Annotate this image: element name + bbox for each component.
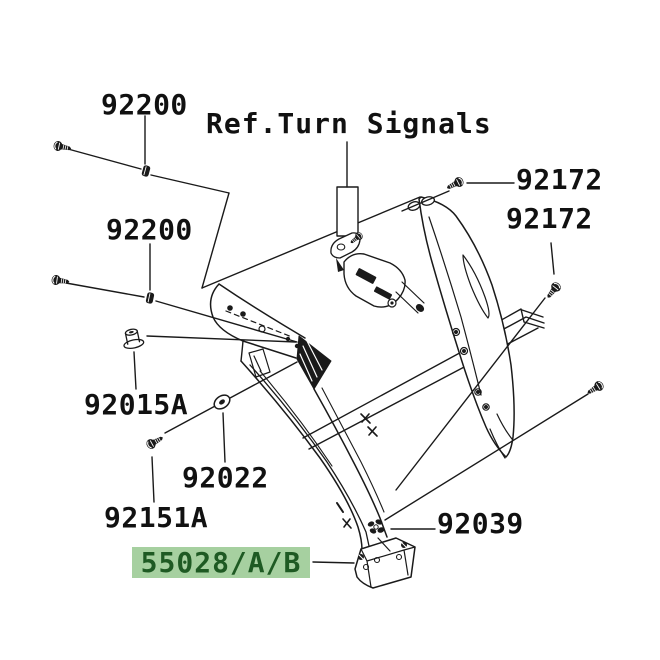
dark-corner-bracket	[296, 335, 332, 390]
part-label-92172-lower: 92172	[506, 202, 593, 235]
screw-icon-92151a	[144, 432, 166, 452]
screw-icon-92172-upper	[444, 175, 466, 193]
nut-icon-mid	[144, 291, 156, 305]
lower-cowl-piece	[240, 360, 388, 551]
flanged-nut-icon-92015a	[123, 328, 145, 349]
part-label-92200-top: 92200	[101, 88, 188, 121]
part-label-92172-upper: 92172	[516, 163, 603, 196]
leader-lines	[65, 115, 589, 564]
screw-icon-92200-top	[52, 139, 73, 155]
right-side-panel	[407, 196, 515, 459]
ref-callout-box	[336, 186, 359, 237]
rivet-clip-icon-92039	[367, 519, 385, 534]
attachment-tick-marks	[342, 413, 378, 529]
part-label-92200-mid: 92200	[106, 213, 193, 246]
part-label-92022: 92022	[182, 461, 269, 494]
nut-icon-top	[140, 164, 152, 178]
left-winglet-piece	[209, 283, 332, 390]
screw-icon-92200-mid	[50, 273, 71, 288]
reference-title: Ref.Turn Signals	[206, 107, 492, 140]
highlighted-part-label-55028[interactable]: 55028/A/B	[132, 547, 310, 578]
screw-icon-92172-lower	[543, 279, 564, 301]
part-label-92151a: 92151A	[104, 501, 209, 534]
washer-icon-92022	[213, 394, 231, 410]
bottom-mount-bracket	[354, 537, 416, 589]
part-label-92015a: 92015A	[84, 388, 189, 421]
panel-screw-bosses	[451, 327, 490, 411]
part-label-92039: 92039	[437, 507, 524, 540]
